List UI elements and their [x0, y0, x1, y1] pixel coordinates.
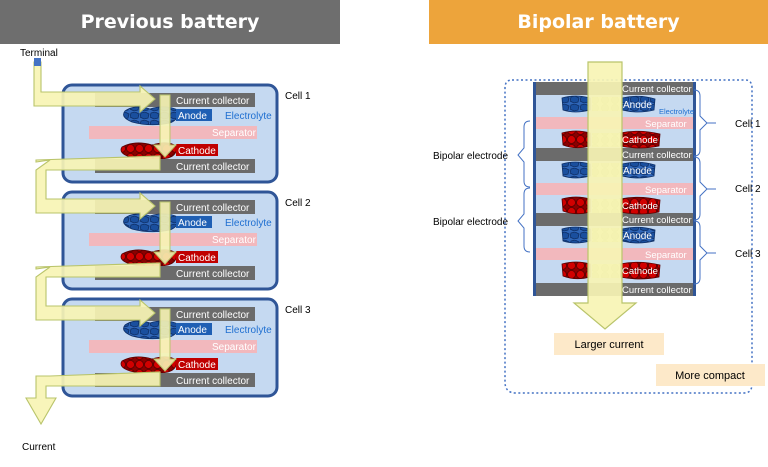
cell-1-anode-tag: [176, 109, 212, 121]
bipolar-left-edge: [533, 82, 536, 296]
cell-2-separator: [89, 233, 257, 246]
right-cell3-label: Cell 3: [735, 249, 761, 260]
cell-2-top-collector-label: Current collector: [176, 203, 250, 214]
bipolar-separator-label-1: Separator: [645, 119, 687, 130]
more-compact-box: [656, 364, 765, 386]
cell-3-bottom-collector-label: Current collector: [176, 376, 250, 387]
cell-2-cathode-tag: [176, 251, 218, 263]
bipolar-cathode-label-1: Cathode: [622, 135, 658, 146]
cell-3-internal-arrow: [152, 308, 178, 372]
cell-1-bottom-collector-label: Current collector: [176, 162, 250, 173]
larger-current-arrow: [572, 61, 638, 330]
external-current-arrow-2: [35, 155, 161, 221]
cell-1-electrolyte-label: Electrolyte: [225, 111, 272, 122]
bipolar-electrode-bracket-1: [517, 120, 531, 188]
cell-3-separator: [89, 340, 257, 353]
cell-2-anode-tag: [176, 216, 212, 228]
bipolar-electrolyte-label: Electrolyte: [659, 107, 694, 116]
current-label: Current: [22, 442, 56, 453]
bipolar-cathode-tag-2: [619, 196, 661, 215]
more-compact-label: More compact: [675, 370, 745, 382]
bipolar-cathode-particles-2: [561, 196, 591, 215]
bipolar-electrode-bracket-2: [517, 187, 531, 253]
cell-1-cathode-tag: [176, 144, 218, 156]
bipolar-anode-label-2: Anode: [623, 166, 652, 177]
bipolar-separator-label-2: Separator: [645, 185, 687, 196]
cell-2-electrolyte-label: Electrolyte: [225, 218, 272, 229]
cell-1-internal-arrow: [152, 94, 178, 158]
right-cell1-label: Cell 1: [735, 119, 761, 130]
left-cell3-label: Cell 3: [285, 305, 311, 316]
bipolar-anode-label-1: Anode: [623, 100, 652, 111]
bipolar-battery-header: Bipolar battery: [429, 0, 768, 44]
bipolar-anode-tag-3: [621, 226, 656, 244]
cell-1-anode-label: Anode: [178, 111, 207, 122]
cell-3-electrolyte-label: Electrolyte: [225, 325, 272, 336]
cell-1-cathode-label: Cathode: [178, 146, 216, 157]
bipolar-separator-label-3: Separator: [645, 250, 687, 261]
bipolar-cathode-label-3: Cathode: [622, 266, 658, 277]
external-current-arrow-1: [33, 61, 156, 114]
cell-2-bottom-collector-label: Current collector: [176, 269, 250, 280]
cell-3-anode-tag: [176, 323, 212, 335]
bipolar-outline: [504, 79, 753, 394]
left-cell2-label: Cell 2: [285, 198, 311, 209]
cell-1-separator: [89, 126, 257, 139]
terminal-label: Terminal: [20, 48, 58, 59]
cell-3-anode-label: Anode: [178, 325, 207, 336]
bipolar-anode-particles-2: [561, 161, 591, 179]
cell-3-cathode-tag: [176, 358, 218, 370]
cell-1-separator-label: Separator: [212, 128, 257, 139]
bipolar-anode-tag-2: [621, 161, 656, 179]
cell-3-separator-label: Separator: [212, 342, 257, 353]
bipolar-collector-label-4: Current collector: [622, 285, 692, 296]
right-cell2-label: Cell 2: [735, 184, 761, 195]
cell-3-top-collector-label: Current collector: [176, 310, 250, 321]
larger-current-label: Larger current: [574, 339, 643, 351]
left-cell1-label: Cell 1: [285, 91, 311, 102]
bipolar-anode-particles-3: [561, 226, 591, 244]
bipolar-electrode-label-1: Bipolar electrode: [433, 151, 508, 162]
bipolar-cathode-tag-3: [619, 261, 661, 280]
terminal-connector: [34, 58, 41, 66]
bipolar-right-edge: [693, 82, 696, 296]
external-current-arrow-3: [35, 262, 161, 328]
bipolar-anode-label-3: Anode: [623, 231, 652, 242]
bipolar-collector-label-3: Current collector: [622, 215, 692, 226]
cell-2-cathode-label: Cathode: [178, 253, 216, 264]
cell-1-top-collector-label: Current collector: [176, 96, 250, 107]
bipolar-anode-particles-1: [561, 95, 591, 113]
bipolar-collector-label-2: Current collector: [622, 150, 692, 161]
cell-3-cathode-label: Cathode: [178, 360, 216, 371]
bipolar-cathode-label-2: Cathode: [622, 201, 658, 212]
larger-current-box: [554, 333, 664, 355]
bipolar-anode-tag-1: [621, 95, 656, 113]
cell-2-separator-label: Separator: [212, 235, 257, 246]
cell-2-internal-arrow: [152, 201, 178, 265]
external-current-arrow-4: [25, 371, 161, 426]
bipolar-collector-label-1: Current collector: [622, 84, 692, 95]
cell-2-anode-label: Anode: [178, 218, 207, 229]
bipolar-cathode-particles-3: [561, 261, 591, 280]
previous-battery-header: Previous battery: [0, 0, 340, 44]
bipolar-cathode-particles-1: [561, 130, 591, 149]
bipolar-cathode-tag-1: [619, 130, 661, 149]
bipolar-electrode-label-2: Bipolar electrode: [433, 217, 508, 228]
